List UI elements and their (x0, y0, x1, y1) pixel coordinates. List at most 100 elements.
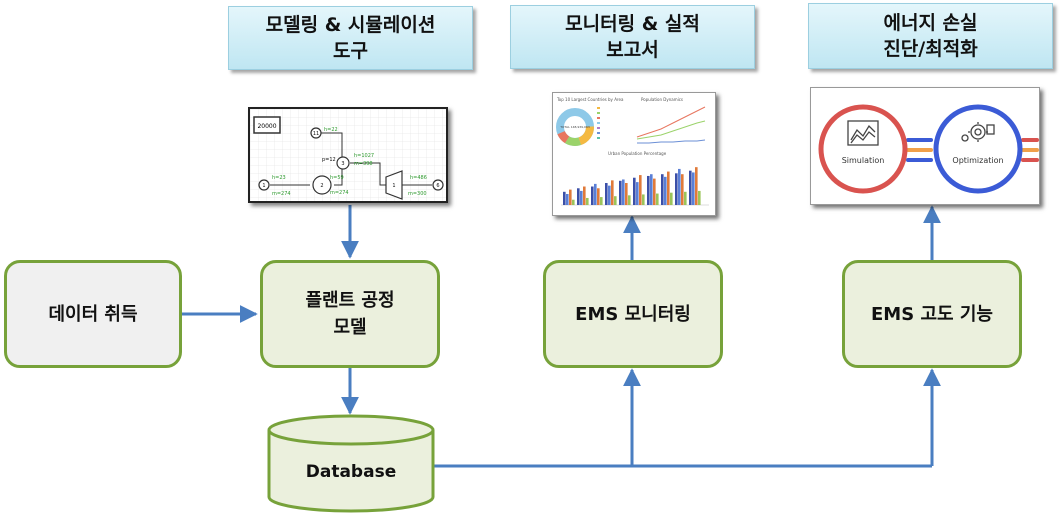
bar-0-0 (563, 191, 566, 205)
process-diagram-thumbnail: 20000 1 2 3 11 1 6 h=22 p=12 h=102 (248, 107, 448, 203)
process-label-7: h=486 (410, 175, 427, 181)
bar-3-7 (670, 192, 673, 205)
bar-3-0 (572, 199, 575, 205)
bar-0-9 (689, 170, 692, 205)
header-modeling-line2: 도구 (333, 40, 368, 62)
donut-chart (556, 108, 594, 146)
bar-2-6 (653, 178, 656, 205)
process-node-e: 1 (392, 183, 395, 189)
bar-title: Urban Population Percentage (608, 151, 667, 156)
header-diagnosis-line1: 에너지 손실 (883, 12, 978, 34)
bar-2-4 (625, 183, 628, 205)
header-modeling-line1: 모델링 & 시뮬레이션 (265, 14, 436, 36)
donut-center: TOTAL 148,939,063 (559, 125, 590, 129)
bar-3-5 (642, 194, 645, 205)
node-data-acquisition-label: 데이터 취득 (48, 303, 138, 325)
simulation-label: Simulation (842, 156, 885, 165)
dashboard-canvas: Top 10 Largest Countries by Area TOTAL 1… (556, 97, 709, 206)
header-diagnosis: 에너지 손실 진단/최적화 (808, 3, 1053, 69)
optimization-label: Optimization (952, 156, 1003, 165)
process-node-d: 11 (313, 131, 319, 137)
node-plant-model-line1: 플랜트 공정 (305, 290, 395, 311)
bar-0-7 (661, 174, 664, 205)
process-diagram-canvas: 20000 1 2 3 11 1 6 h=22 p=12 h=102 (250, 109, 446, 201)
process-node-b: 2 (320, 183, 323, 189)
bar-1-3 (608, 185, 611, 205)
bar-2-7 (667, 171, 670, 205)
bar-1-5 (636, 182, 639, 205)
database-cylinder (267, 414, 435, 513)
bar-1-4 (622, 179, 625, 205)
bar-1-2 (594, 183, 597, 205)
node-plant-model-line2: 모델 (333, 317, 367, 338)
bar-3-8 (684, 191, 687, 205)
bar-3-9 (698, 190, 701, 205)
simulation-chart-icon (847, 120, 879, 146)
bar-3-3 (614, 196, 617, 205)
bar-1-9 (692, 172, 695, 205)
bar-1-1 (580, 190, 583, 205)
header-monitoring-line2: 보고서 (606, 39, 659, 61)
header-monitoring: 모니터링 & 실적 보고서 (510, 5, 755, 69)
bar-2-5 (639, 175, 642, 205)
bar-0-3 (605, 183, 608, 205)
optimization-gear-icon (961, 122, 995, 142)
bar-2-8 (681, 174, 684, 205)
bar-1-6 (650, 174, 653, 205)
bar-0-4 (619, 180, 622, 205)
process-label-9: h=23 (272, 175, 286, 181)
database-label: Database (305, 462, 397, 482)
process-node-c: 3 (341, 161, 344, 167)
header-diagnosis-line2: 진단/최적화 (883, 38, 978, 60)
bar-1-8 (678, 168, 681, 205)
sim-opt-canvas: Simulation Optimization (818, 104, 1039, 194)
bar-3-4 (628, 195, 631, 205)
bar-2-1 (583, 186, 586, 205)
bar-2-3 (611, 180, 614, 205)
bar-3-2 (600, 197, 603, 205)
process-label-2: h=1027 (354, 153, 374, 159)
node-ems-advanced-label: EMS 고도 기능 (871, 303, 993, 325)
node-data-acquisition[interactable]: 데이터 취득 (4, 260, 182, 368)
bar-2-2 (597, 188, 600, 205)
dashboard-thumbnail: Top 10 Largest Countries by Area TOTAL 1… (552, 92, 716, 216)
bar-1-7 (664, 176, 667, 205)
process-label-6: m=274 (272, 191, 291, 197)
process-label-3: m=398 (354, 161, 373, 167)
bar-2-0 (569, 189, 572, 205)
process-node-f: 6 (436, 183, 439, 189)
process-label-5: m=274 (330, 190, 349, 196)
process-label-1: p=12 (322, 157, 336, 163)
bar-0-5 (633, 177, 636, 205)
bar-2-9 (695, 167, 698, 205)
process-label-8: m=300 (408, 191, 427, 197)
line-chart (636, 106, 706, 144)
sim-opt-thumbnail: Simulation Optimization (810, 87, 1040, 205)
node-ems-advanced[interactable]: EMS 고도 기능 (842, 260, 1022, 368)
node-ems-monitoring[interactable]: EMS 모니터링 (543, 260, 723, 368)
header-monitoring-line1: 모니터링 & 실적 (565, 13, 700, 35)
simulation-ring (818, 104, 908, 194)
bar-0-6 (647, 175, 650, 205)
donut-title: Top 10 Largest Countries by Area (556, 97, 624, 102)
bar-1-0 (566, 194, 569, 205)
link-segments (906, 138, 1039, 162)
node-plant-model[interactable]: 플랜트 공정 모델 (260, 260, 440, 368)
bar-0-1 (577, 188, 580, 205)
bar-0-2 (591, 186, 594, 205)
process-box-label: 20000 (257, 123, 276, 130)
bar-0-8 (675, 173, 678, 205)
bar-3-6 (656, 193, 659, 205)
line-title: Population Dynamics (641, 97, 683, 102)
donut-legend (597, 107, 600, 139)
process-node-a: 1 (262, 183, 265, 189)
process-label-0: h=22 (324, 127, 338, 133)
bar-chart (563, 167, 701, 205)
process-box (253, 116, 281, 134)
node-ems-monitoring-label: EMS 모니터링 (575, 303, 691, 325)
optimization-ring (933, 104, 1023, 194)
bar-3-1 (586, 197, 589, 205)
process-label-4: h=59 (330, 175, 344, 181)
header-modeling: 모델링 & 시뮬레이션 도구 (228, 6, 473, 70)
